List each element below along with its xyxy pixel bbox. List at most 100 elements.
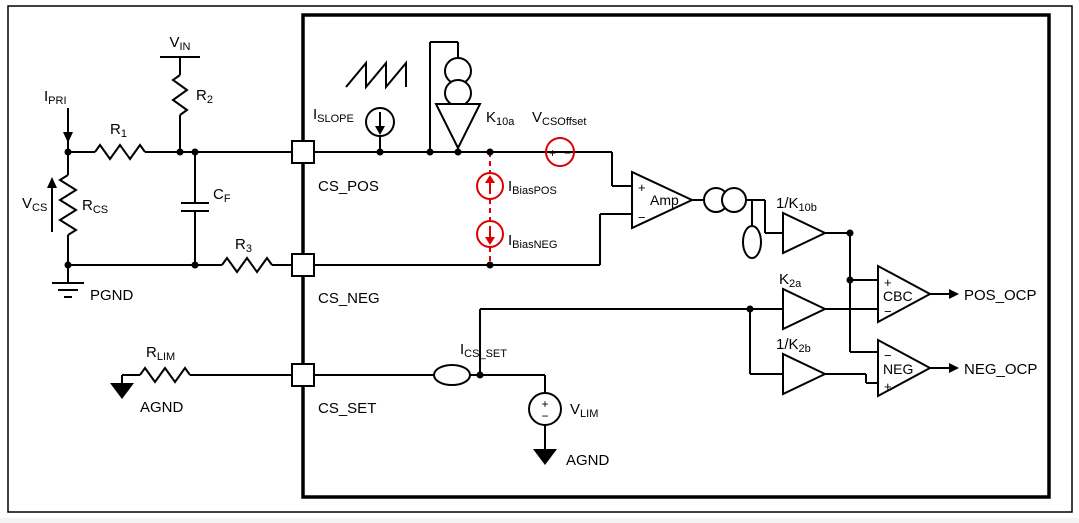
label-cf: CF (213, 186, 231, 205)
opamp-amp: + − Amp (631, 170, 695, 230)
vcsoffset-circle (545, 137, 575, 167)
gain-k10b: 1/K10b (776, 195, 878, 353)
gain-k2a: K2a (779, 271, 878, 331)
ic-pins: CS_POS CS_NEG CS_SET (291, 140, 380, 417)
gain-triangle (782, 211, 828, 255)
resistor-rlim: RLIM (122, 344, 292, 384)
pin-cs-neg (291, 253, 315, 277)
gain-k2b: 1/K2b (776, 336, 878, 396)
label-k2a: K2a (779, 271, 802, 290)
plus-sign: + (549, 146, 556, 160)
minus-sign: − (884, 348, 892, 363)
buffer-k10a-triangle (434, 103, 482, 151)
label-rlim: RLIM (146, 344, 175, 363)
figure-border (7, 5, 1073, 513)
node-dot (426, 148, 434, 156)
pin-cs-pos (291, 140, 315, 164)
agnd-triangle-icon (110, 383, 134, 399)
connection-dots (64, 148, 854, 379)
sawtooth-icon (345, 60, 407, 90)
current-mirror-k10a: K10a (429, 41, 515, 152)
label-ibiaspos: IBiasPOS (508, 178, 557, 197)
label-vcs: VCS (22, 195, 47, 214)
label-vcsoffset: VCSOffset (532, 109, 586, 128)
label-rcs: RCS (82, 197, 108, 216)
plus-sign: + (884, 275, 892, 290)
bias-current-sources: IBiasPOS IBiasNEG (476, 152, 557, 265)
label-pgnd: PGND (90, 287, 134, 304)
mirror-circle (444, 79, 472, 107)
resistor-r2: R2 (171, 74, 213, 152)
ground-agnd-left: AGND (110, 375, 184, 416)
label-cs-set: CS_SET (318, 400, 376, 417)
mirror-circle (721, 187, 747, 213)
resistor-zigzag (221, 256, 273, 274)
capacitor-cf: CF (181, 152, 231, 265)
label-k2b: 1/K2b (776, 336, 811, 355)
node-dot (176, 148, 184, 156)
resistor-zigzag (171, 74, 189, 116)
internal-circuit: ISLOPE K10a IBiasPOS IBiasNEG (313, 41, 1037, 469)
gain-triangle (782, 352, 828, 396)
current-source-islope: ISLOPE (313, 60, 407, 152)
minus-sign: − (884, 304, 892, 319)
label-islope: ISLOPE (313, 106, 354, 125)
down-arrow-icon (485, 237, 495, 245)
node-dot (846, 229, 854, 237)
label-ics-set: ICS_SET (460, 341, 507, 360)
resistor-zigzag (139, 366, 191, 384)
node-dot (746, 305, 754, 313)
resistor-zigzag (94, 143, 146, 161)
resistor-zigzag (58, 174, 78, 236)
ipri-current-arrow: IPRI (44, 88, 73, 152)
label-pos-ocp: POS_OCP (964, 287, 1037, 304)
vin-supply: VIN (160, 34, 200, 75)
down-arrow-icon (375, 126, 385, 135)
plus-sign: + (541, 397, 548, 411)
node-dot (191, 148, 199, 156)
node-dot (476, 371, 484, 379)
ground-pgnd: PGND (52, 282, 134, 304)
ic-boundary (301, 13, 1051, 499)
label-ibiasneg: IBiasNEG (508, 232, 557, 251)
up-arrow-icon (485, 175, 495, 183)
label-agnd-left: AGND (140, 399, 184, 416)
label-vlim: VLIM (570, 401, 598, 420)
plus-sign: + (884, 379, 892, 394)
label-agnd-bottom: AGND (566, 452, 610, 469)
comparator-triangle (877, 338, 933, 398)
node-dot (64, 261, 72, 269)
right-arrow-icon (949, 289, 959, 299)
external-circuit: IPRI VCS RCS PGND R1 (22, 34, 292, 416)
minus-sign: − (564, 146, 571, 160)
right-arrow-icon (949, 363, 959, 373)
node-dot (846, 276, 854, 284)
comparator-neg: − NEG + NEG_OCP (877, 338, 1037, 398)
source-vlim: + − VLIM AGND (528, 375, 610, 469)
label-k10b: 1/K10b (776, 195, 817, 214)
plus-sign: + (638, 180, 646, 195)
minus-sign: − (541, 409, 548, 423)
agnd-triangle-icon (533, 449, 557, 465)
gain-triangle (782, 287, 828, 331)
offset-source-vcsoffset: + − VCSOffset (532, 109, 586, 167)
up-arrow-icon (47, 177, 57, 188)
current-ellipse (742, 225, 762, 259)
opamp-triangle (631, 170, 695, 230)
node-dot (376, 148, 384, 156)
node-dot (64, 148, 72, 156)
label-cs-pos: CS_POS (318, 178, 379, 195)
pin-cs-set (291, 363, 315, 387)
down-arrow-icon (63, 132, 73, 143)
resistor-rcs: RCS (58, 152, 108, 283)
label-vin: VIN (169, 34, 190, 53)
threshold-network: ICS_SET (314, 308, 783, 386)
node-dot (454, 148, 462, 156)
label-r1: R1 (110, 121, 127, 140)
label-cs-neg: CS_NEG (318, 290, 380, 307)
label-ipri: IPRI (44, 88, 67, 107)
resistor-r3: R3 (68, 236, 292, 274)
comparator-triangle (877, 264, 933, 324)
node-dot (486, 148, 494, 156)
